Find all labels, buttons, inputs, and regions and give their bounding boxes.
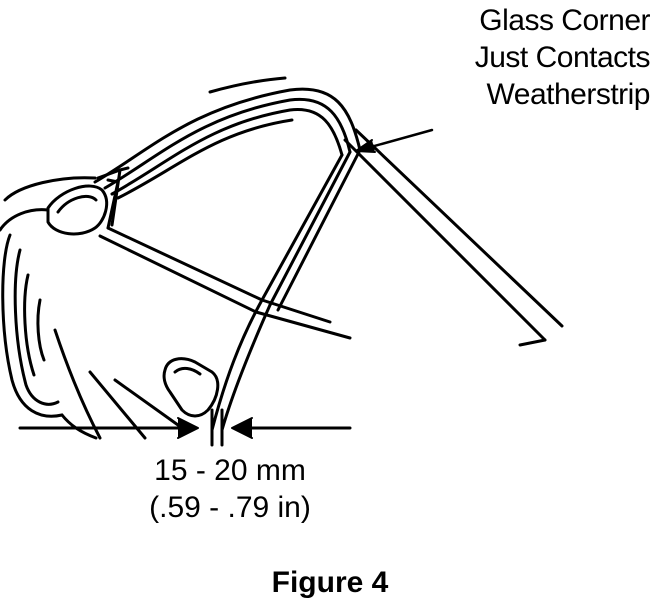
callout-leader xyxy=(355,128,434,153)
door-glass-edge xyxy=(210,148,362,432)
callout-line-3: Weatherstrip xyxy=(486,78,650,111)
front-pillar xyxy=(96,166,130,230)
dimension-arrows xyxy=(18,408,352,447)
front-fender xyxy=(0,176,187,440)
roof-frame xyxy=(93,76,362,200)
callout-line-2: Just Contacts xyxy=(474,41,651,74)
window-sill xyxy=(98,226,352,340)
side-mirror xyxy=(46,184,109,236)
glass-corner-callout: Glass Corner Just Contacts Weatherstrip xyxy=(400,2,651,113)
figure-caption: Figure 4 xyxy=(271,566,389,599)
callout-line-1: Glass Corner xyxy=(479,4,650,37)
dimension-metric: 15 - 20 mm xyxy=(154,454,306,487)
dimension-label: 15 - 20 mm (.59 - .79 in) xyxy=(100,452,360,526)
door-handle xyxy=(162,357,220,418)
weatherstrip xyxy=(343,128,564,347)
dimension-imperial: (.59 - .79 in) xyxy=(149,491,311,524)
